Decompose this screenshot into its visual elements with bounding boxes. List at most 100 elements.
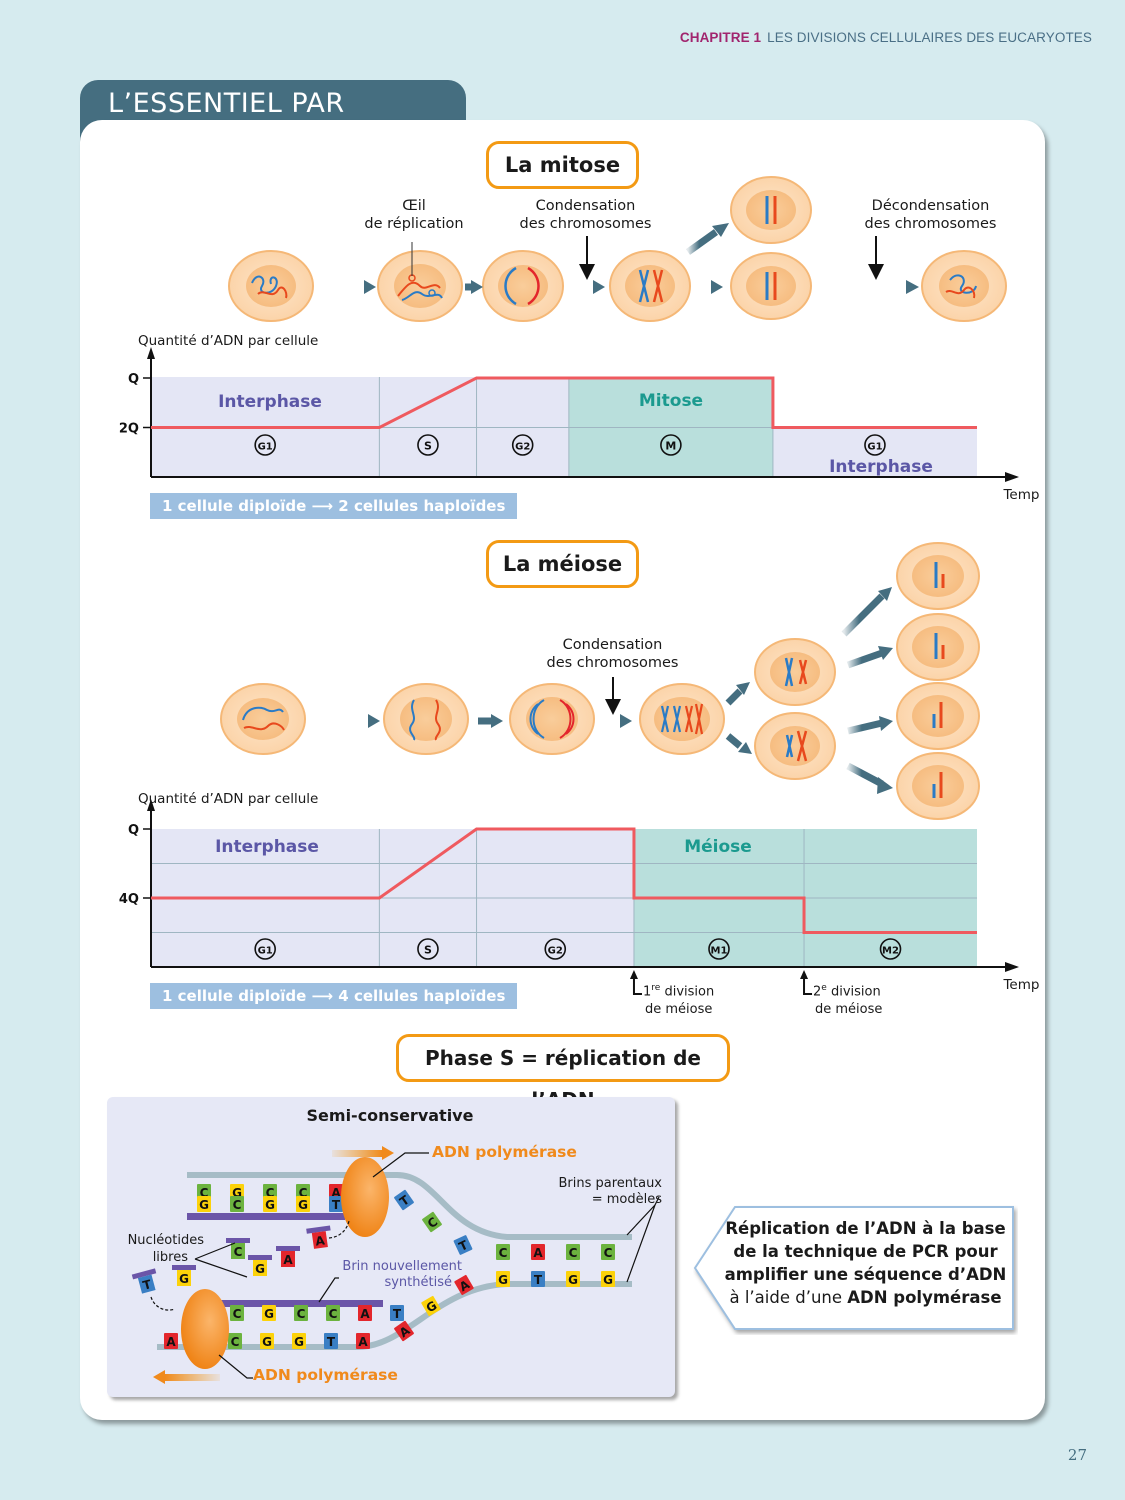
gamete-cell	[896, 682, 980, 750]
label-line: libres	[152, 1250, 188, 1265]
note-line: Réplication de l’ADN à la base	[725, 1219, 1006, 1238]
label-line: des chromosomes	[864, 216, 997, 232]
free-nucleotide: A	[276, 1246, 300, 1267]
label-line: Nucléotides	[127, 1233, 204, 1248]
label-line: 2e division	[813, 983, 881, 1000]
y-axis-arrow	[147, 347, 155, 360]
nucleotide-letter: A	[283, 1253, 293, 1267]
new-strand-label: Brin nouvellement synthétisé	[322, 1259, 462, 1291]
nucleotide-block	[253, 1260, 267, 1276]
gamete-cells	[896, 542, 980, 820]
nucleotide: C	[230, 1196, 244, 1212]
nucleotide-block	[601, 1244, 615, 1260]
cell-meiosis-1b	[754, 712, 836, 780]
dna-replication-diagram: CGCCATGCGGTTCTCACCGTGGAGACGCCATAGCGGTACG…	[131, 1146, 660, 1384]
mitose-caption: 1 cellule diploïde ⟶ 2 cellules haploïde…	[150, 493, 518, 519]
nucleotide: C	[326, 1305, 340, 1321]
nucleotide-letter: A	[314, 1233, 326, 1248]
semi-conservative-title: Semi-conservative	[306, 1106, 474, 1125]
nucleotide: A	[454, 1274, 474, 1296]
division-marker	[632, 974, 642, 995]
nucleotide: A	[358, 1305, 372, 1321]
division-marker-arrow	[800, 970, 809, 979]
y-tick-label: Q	[128, 372, 139, 387]
nucleotide-block	[531, 1244, 545, 1260]
nucleotide-block	[421, 1295, 441, 1317]
parental-strands-label: Brins parentaux = modèles	[530, 1176, 662, 1208]
division2-label: 2e division de méiose	[813, 979, 893, 1019]
nucleotide-letter: C	[266, 1186, 275, 1200]
phase-s-title: Phase S = réplication de l’ADN	[396, 1034, 730, 1112]
chapter-title: LES DIVISIONS CELLULAIRES DES EUCARYOTES	[767, 30, 1092, 45]
leader-free-nucleotides	[194, 1242, 248, 1278]
chapter-header: CHAPITRE 1 LES DIVISIONS CELLULAIRES DES …	[680, 30, 1092, 45]
direction-arrow-bottom-head	[153, 1370, 165, 1384]
free-nucleotide: G	[248, 1255, 272, 1276]
label-line: Brin nouvellement	[342, 1259, 462, 1274]
zone-label: Interphase	[218, 392, 322, 412]
polymerase-label-bottom: ADN polymérase	[253, 1366, 398, 1384]
nucleotide-letter: A	[533, 1246, 543, 1260]
leader-polymerase-top	[372, 1152, 429, 1178]
y-axis-label: Quantité d’ADN par cellule	[138, 791, 318, 807]
x-axis-arrow	[1005, 962, 1019, 972]
nucleotide-block	[601, 1271, 615, 1287]
nucleotide: A	[394, 1320, 414, 1342]
nucleotide-block	[292, 1333, 306, 1349]
nucleotide-letter: C	[234, 1245, 243, 1259]
nucleotide-letter: C	[604, 1246, 613, 1260]
nucleotide-letter: G	[255, 1262, 265, 1276]
nucleotide-block	[296, 1196, 310, 1212]
nucleotide: A	[356, 1333, 370, 1349]
free-nucleotide: A	[306, 1225, 331, 1249]
division-marker	[803, 974, 813, 995]
nucleotide: T	[324, 1333, 338, 1349]
label-line: de réplication	[364, 216, 464, 232]
free-nucleotides-label: Nucléotides libres	[114, 1232, 204, 1266]
nucleotide-block	[454, 1274, 474, 1296]
cell-replication	[377, 242, 463, 322]
phase-code-label: S	[424, 440, 432, 453]
process-arrows-meiose	[316, 587, 893, 794]
nucleotide-letter: G	[294, 1335, 304, 1349]
nucleotide-block	[453, 1235, 473, 1255]
nucleotide: A	[531, 1244, 545, 1260]
note-line: de la technique de PCR pour	[733, 1242, 998, 1261]
daughter-cell-1	[730, 176, 812, 244]
nucleotide: G	[262, 1305, 276, 1321]
label-line: = modèles	[591, 1192, 662, 1207]
zone-label: Interphase	[829, 457, 933, 477]
nucleotide-block	[228, 1333, 242, 1349]
nucleotide-block	[137, 1274, 156, 1294]
dna-polymerase-bottom	[181, 1289, 229, 1369]
zone-label: Mitose	[639, 391, 703, 411]
nucleotide: G	[260, 1333, 274, 1349]
nucleotide-letter: C	[569, 1246, 578, 1260]
phase-code-label: G1	[258, 442, 273, 453]
pcr-note-text: Réplication de l’ADN à la base de la tec…	[723, 1217, 1008, 1309]
nucleotide-letter: G	[232, 1186, 242, 1200]
note-emphasis: ADN polymérase	[847, 1288, 1002, 1307]
nucleotide: C	[496, 1244, 510, 1260]
phase-code-circle	[254, 938, 276, 960]
nucleotide-block	[230, 1305, 244, 1321]
nucleotide-backbone	[226, 1238, 250, 1243]
nucleotide: G	[566, 1271, 580, 1287]
nucleotide-block	[329, 1196, 343, 1212]
nucleotide-letter: A	[358, 1335, 368, 1349]
nucleotide-letter: G	[298, 1198, 308, 1212]
nucleotide-letter: A	[360, 1307, 370, 1321]
nucleotide: G	[296, 1196, 310, 1212]
nucleotide-block	[358, 1305, 372, 1321]
meiose-caption: 1 cellule diploïde ⟶ 4 cellules haploïde…	[150, 983, 518, 1009]
chapter-number: CHAPITRE 1	[679, 30, 762, 45]
nucleotide-block	[260, 1333, 274, 1349]
nucleotide: T	[453, 1235, 473, 1255]
phase-code-label: G1	[258, 946, 273, 957]
nucleotide: C	[228, 1333, 242, 1349]
cell-replication-meiose	[383, 683, 469, 755]
cell-condensed-mitose	[609, 250, 691, 322]
cell-g2-mitose	[482, 250, 564, 322]
label-line: Condensation	[562, 637, 663, 653]
label-line: Brins parentaux	[558, 1176, 662, 1191]
